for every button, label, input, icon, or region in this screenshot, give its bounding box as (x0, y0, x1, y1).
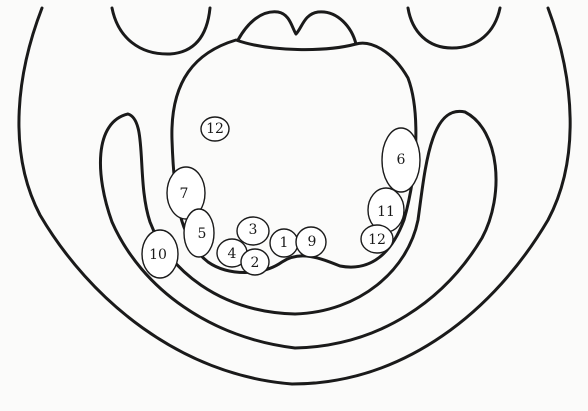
region-12-palate: 12 (201, 117, 229, 141)
region-6: 6 (382, 128, 420, 192)
region-label: 11 (377, 204, 395, 220)
region-label: 6 (397, 152, 406, 168)
region-1: 1 (270, 229, 298, 257)
uvula-outline (238, 12, 356, 44)
region-label: 2 (251, 255, 260, 271)
upper-right-lip-outline (408, 8, 500, 48)
region-label: 12 (368, 232, 386, 248)
region-12-right: 12 (361, 225, 393, 253)
region-5: 5 (184, 209, 214, 257)
region-label: 7 (180, 186, 189, 202)
region-2: 2 (241, 249, 269, 275)
outer-jaw-outline (19, 8, 570, 384)
upper-left-lip-outline (112, 8, 210, 54)
region-3: 3 (237, 217, 269, 245)
region-label: 5 (198, 226, 207, 242)
region-label: 1 (280, 235, 289, 251)
region-label: 10 (149, 247, 167, 263)
region-label: 3 (249, 222, 258, 238)
region-label: 4 (228, 246, 237, 262)
region-9: 9 (296, 227, 326, 257)
region-10: 10 (142, 230, 178, 278)
region-label: 12 (206, 121, 224, 137)
region-label: 9 (308, 234, 317, 250)
